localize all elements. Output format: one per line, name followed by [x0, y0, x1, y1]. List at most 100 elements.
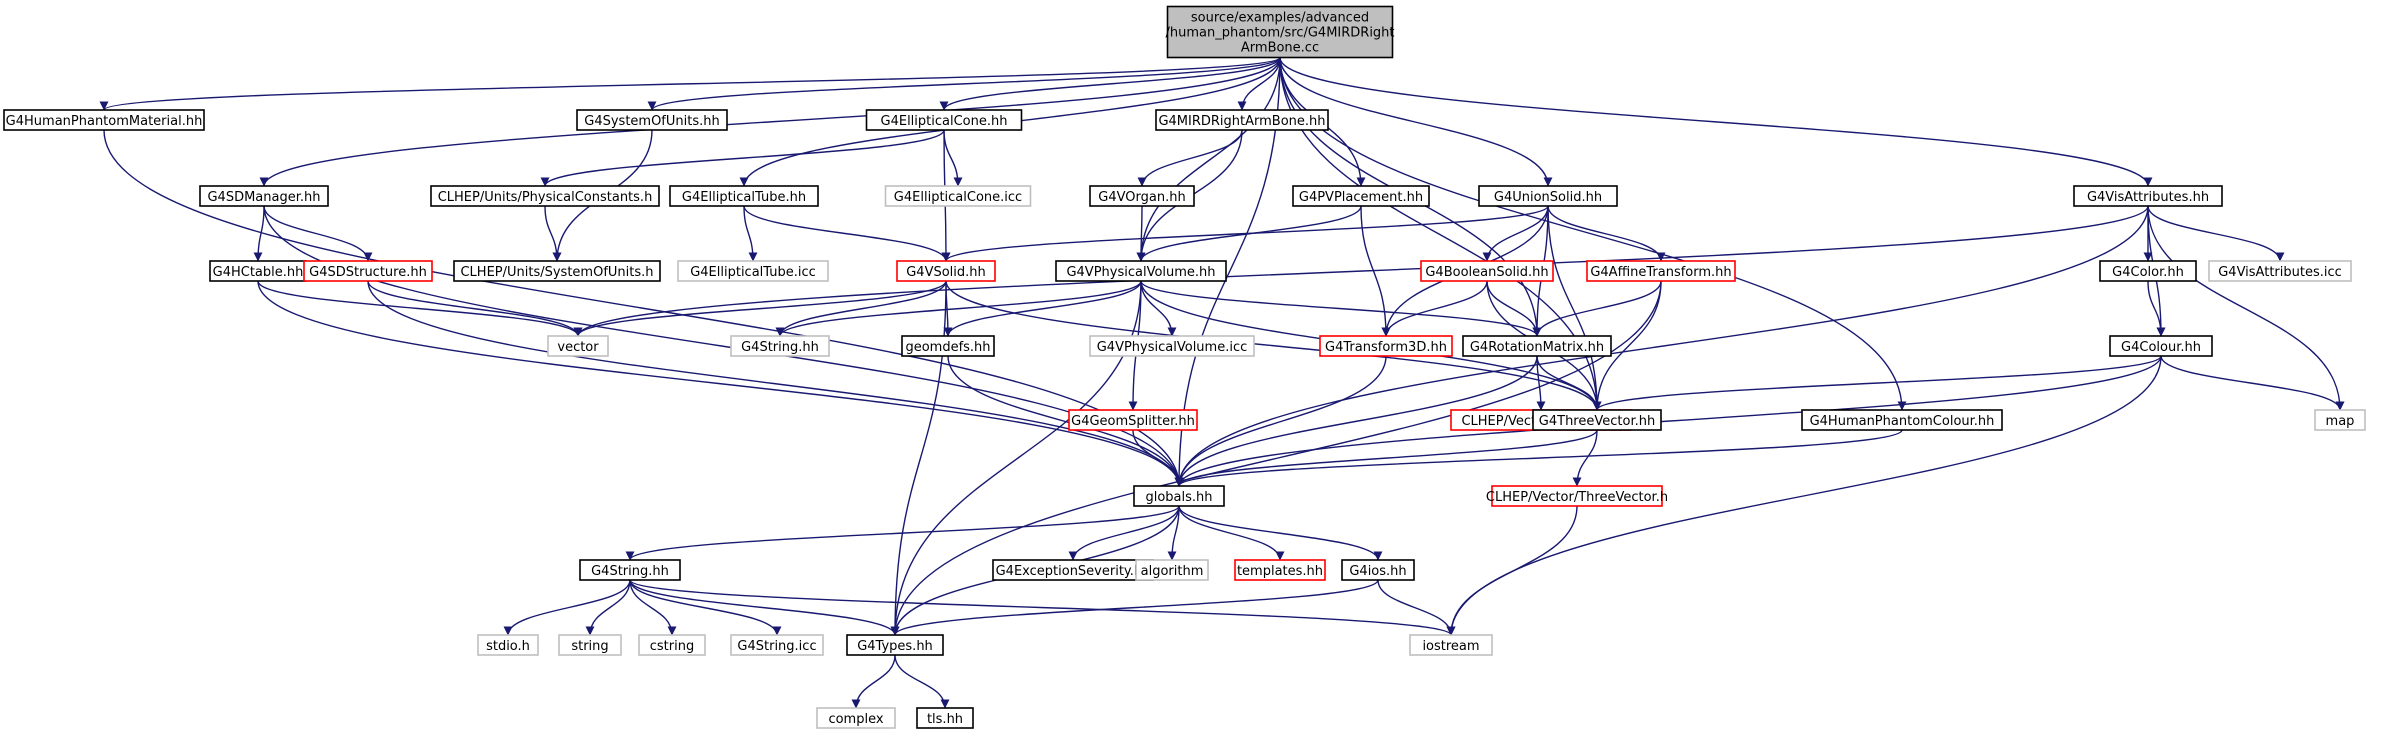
node-box-geomdefs — [901, 335, 995, 357]
node-humanColour[interactable]: G4HumanPhantomColour.hh — [1801, 409, 2003, 431]
node-algorithm[interactable]: algorithm — [1135, 559, 1209, 581]
node-vector[interactable]: vector — [547, 335, 609, 357]
node-label-geomSplit: G4GeomSplitter.hh — [1071, 414, 1195, 429]
node-label-clhepConst: CLHEP/Units/PhysicalConstants.h — [438, 190, 653, 205]
node-label-root-line-2: ArmBone.cc — [1241, 41, 1319, 56]
edge-clhepConst-to-clhepSys — [544, 205, 562, 262]
node-box-visAttrIcc — [2208, 260, 2352, 282]
node-label-sdMan: G4SDManager.hh — [207, 190, 320, 205]
edge-vSolid-to-threeVec — [945, 280, 1602, 411]
edge-threeVec-to-clhepThree — [1572, 429, 1598, 487]
node-box-transform3d — [1319, 335, 1453, 357]
node-clhepSys[interactable]: CLHEP/Units/SystemOfUnits.h — [453, 260, 661, 282]
edge-affine-to-rotMatrix — [1532, 280, 1662, 337]
node-rotMatrix[interactable]: G4RotationMatrix.hh — [1462, 335, 1612, 357]
edge-g4string2-to-stdio — [503, 579, 631, 636]
node-map[interactable]: map — [2314, 409, 2366, 431]
edge-g4colour-to-globals — [1174, 355, 2162, 487]
node-box-clhepConst — [430, 185, 660, 207]
node-g4types[interactable]: G4Types.hh — [846, 634, 944, 656]
node-box-clhepThree — [1491, 485, 1663, 507]
node-box-vPhysVolIcc — [1089, 335, 1255, 357]
node-ellTubeIcc[interactable]: G4EllipticalTube.icc — [677, 260, 829, 282]
node-threeVec[interactable]: G4ThreeVector.hh — [1532, 409, 1662, 431]
node-tls[interactable]: tls.hh — [916, 707, 974, 729]
node-ellConeIcc[interactable]: G4EllipticalCone.icc — [884, 185, 1032, 207]
node-box-complex — [816, 707, 896, 729]
node-root[interactable]: source/examples/advanced/human_phantom/s… — [1165, 5, 1395, 59]
node-label-iostream: iostream — [1422, 639, 1479, 654]
node-box-ellTubeIcc — [677, 260, 829, 282]
node-box-g4string1 — [730, 335, 830, 357]
node-label-globals: globals.hh — [1145, 490, 1212, 505]
node-g4string1[interactable]: G4String.hh — [730, 335, 830, 357]
edge-ellCone-to-clhepConst — [540, 129, 945, 187]
node-label-unionSolid: G4UnionSolid.hh — [1494, 190, 1602, 205]
node-clhepThree[interactable]: CLHEP/Vector/ThreeVector.h — [1486, 485, 1668, 507]
node-vSolid[interactable]: G4VSolid.hh — [896, 260, 996, 282]
node-pvPlace[interactable]: G4PVPlacement.hh — [1292, 185, 1430, 207]
edge-ellCone-to-ellConeIcc — [943, 129, 963, 187]
node-label-g4string2: G4String.hh — [591, 564, 669, 579]
node-cstring[interactable]: cstring — [638, 634, 706, 656]
edge-sdMan-to-sdStruct — [263, 205, 373, 262]
node-templates[interactable]: templates.hh — [1234, 559, 1326, 581]
node-sysUnits[interactable]: G4SystemOfUnits.hh — [576, 109, 728, 131]
node-label-vector: vector — [557, 340, 599, 355]
edge-unionSolid-to-affine — [1547, 205, 1666, 262]
node-label-g4color: G4Color.hh — [2112, 265, 2184, 280]
node-excSev[interactable]: G4ExceptionSeverity.hh — [992, 559, 1154, 581]
node-iostream[interactable]: iostream — [1409, 634, 1493, 656]
node-visAttr[interactable]: G4VisAttributes.hh — [2073, 185, 2223, 207]
node-label-stdio: stdio.h — [486, 639, 530, 654]
node-layer: source/examples/advanced/human_phantom/s… — [3, 5, 2366, 729]
node-label-g4string1: G4String.hh — [741, 340, 819, 355]
node-humanMat[interactable]: G4HumanPhantomMaterial.hh — [3, 109, 205, 131]
node-label-visAttr: G4VisAttributes.hh — [2087, 190, 2209, 205]
node-vOrgan[interactable]: G4VOrgan.hh — [1089, 185, 1195, 207]
node-affine[interactable]: G4AffineTransform.hh — [1586, 260, 1736, 282]
node-complex[interactable]: complex — [816, 707, 896, 729]
node-label-sdStruct: G4SDStructure.hh — [309, 265, 427, 280]
node-string[interactable]: string — [558, 634, 622, 656]
node-geomdefs[interactable]: geomdefs.hh — [901, 335, 995, 357]
node-label-affine: G4AffineTransform.hh — [1590, 265, 1731, 280]
node-unionSolid[interactable]: G4UnionSolid.hh — [1478, 185, 1618, 207]
node-transform3d[interactable]: G4Transform3D.hh — [1319, 335, 1453, 357]
node-g4colour[interactable]: G4Colour.hh — [2109, 335, 2213, 357]
edge-clhepThree-to-iostream — [1446, 505, 1578, 636]
node-geomSplit[interactable]: G4GeomSplitter.hh — [1068, 409, 1198, 431]
node-g4ios[interactable]: G4ios.hh — [1341, 559, 1415, 581]
node-ellCone[interactable]: G4EllipticalCone.hh — [865, 109, 1023, 131]
node-box-vPhysVol — [1055, 260, 1227, 282]
node-box-sysUnits — [576, 109, 728, 131]
node-label-excSev: G4ExceptionSeverity.hh — [996, 564, 1151, 579]
node-g4string2[interactable]: G4String.hh — [579, 559, 681, 581]
node-label-g4colour: G4Colour.hh — [2121, 340, 2201, 355]
node-vPhysVol[interactable]: G4VPhysicalVolume.hh — [1055, 260, 1227, 282]
edge-g4color-to-g4colour — [2147, 280, 2166, 337]
edge-geomSplit-to-globals — [1132, 429, 1184, 487]
node-vPhysVolIcc[interactable]: G4VPhysicalVolume.icc — [1089, 335, 1255, 357]
edge-globals-to-excSev — [1068, 505, 1180, 561]
node-globals[interactable]: globals.hh — [1133, 485, 1225, 507]
node-clhepConst[interactable]: CLHEP/Units/PhysicalConstants.h — [430, 185, 660, 207]
edge-root-to-humanMat — [99, 56, 1281, 111]
node-mirdArm[interactable]: G4MIRDRightArmBone.hh — [1155, 109, 1329, 131]
node-sdMan[interactable]: G4SDManager.hh — [199, 185, 329, 207]
node-g4stringIcc[interactable]: G4String.icc — [730, 634, 824, 656]
node-box-vOrgan — [1089, 185, 1195, 207]
node-box-g4types — [846, 634, 944, 656]
node-box-mirdArm — [1155, 109, 1329, 131]
node-box-string — [558, 634, 622, 656]
node-ellTube[interactable]: G4EllipticalTube.hh — [669, 185, 819, 207]
node-visAttrIcc[interactable]: G4VisAttributes.icc — [2208, 260, 2352, 282]
node-hcTable[interactable]: G4HCtable.hh — [209, 260, 307, 282]
node-box-vSolid — [896, 260, 996, 282]
node-boolSolid[interactable]: G4BooleanSolid.hh — [1420, 260, 1554, 282]
node-g4color[interactable]: G4Color.hh — [2099, 260, 2197, 282]
edge-ellTube-to-ellTubeIcc — [743, 205, 758, 262]
edge-globals-to-g4ios — [1178, 505, 1383, 561]
node-sdStruct[interactable]: G4SDStructure.hh — [303, 260, 433, 282]
node-stdio[interactable]: stdio.h — [477, 634, 539, 656]
